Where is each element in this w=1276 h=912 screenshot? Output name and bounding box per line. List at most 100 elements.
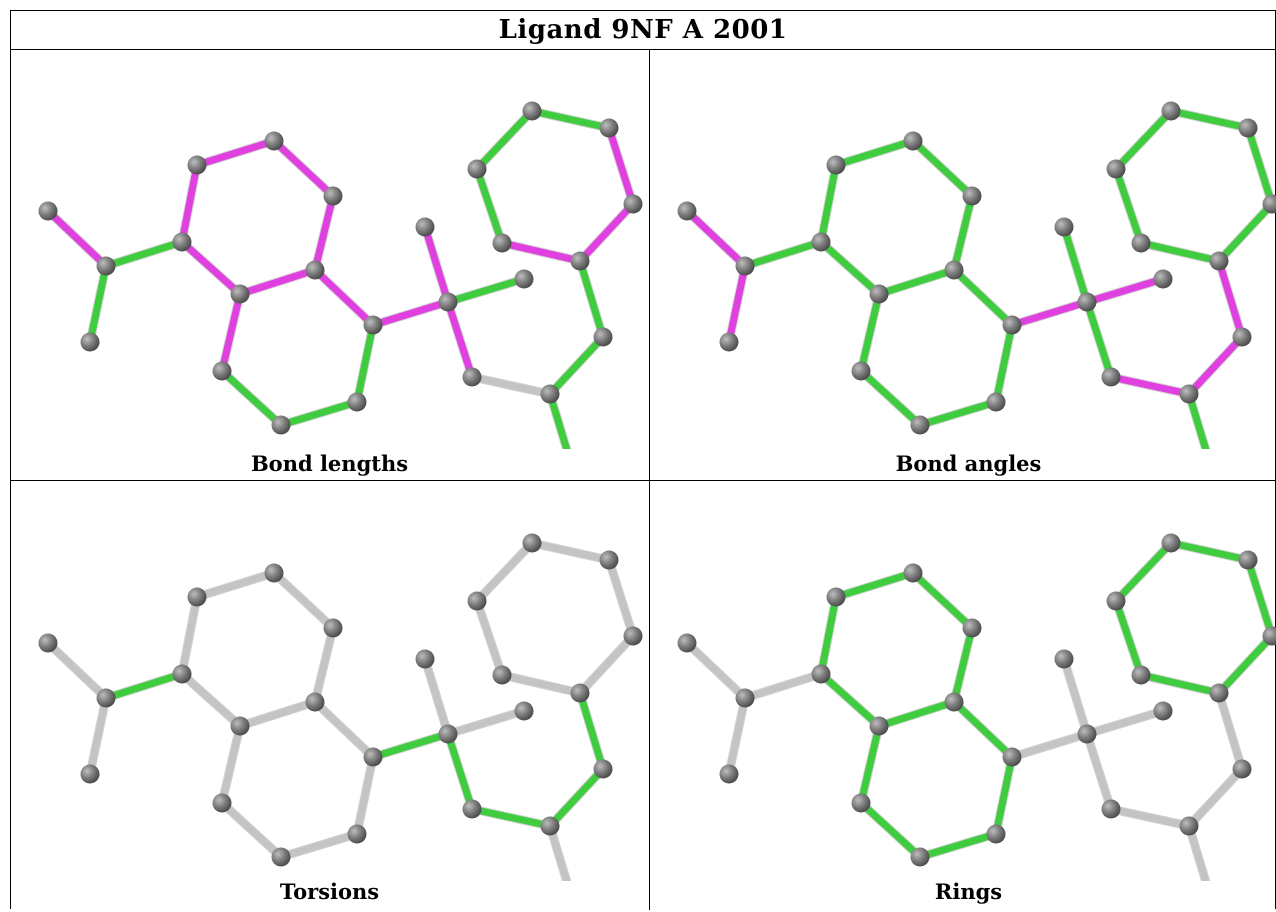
bond-green	[1248, 560, 1272, 636]
bond-green	[1087, 302, 1111, 377]
atom	[39, 634, 58, 653]
bond-grey	[90, 698, 106, 774]
bond-magenta	[315, 270, 373, 325]
bond-magenta	[182, 165, 197, 242]
atom	[720, 765, 739, 784]
bond-green	[222, 371, 281, 425]
bond-green	[861, 726, 879, 803]
atom	[571, 684, 590, 703]
atom	[1154, 270, 1173, 289]
atom	[416, 218, 435, 237]
atom	[1132, 666, 1151, 685]
atom	[1003, 748, 1022, 767]
bond-grey	[1087, 711, 1163, 734]
caption-torsions: Torsions	[11, 879, 648, 904]
atom	[1162, 534, 1181, 553]
bond-grey	[240, 702, 315, 726]
bond-green	[1116, 111, 1171, 169]
bond-green	[1171, 111, 1248, 128]
bond-green	[996, 757, 1012, 834]
bond-grey	[197, 573, 274, 597]
bond-green	[477, 169, 502, 243]
bond-green	[106, 674, 182, 698]
bond-green	[1064, 227, 1087, 302]
atom	[1210, 684, 1229, 703]
bond-grey	[222, 726, 240, 803]
bond-green	[281, 402, 357, 425]
bond-magenta	[448, 302, 472, 377]
bond-magenta	[182, 242, 240, 294]
atom	[541, 385, 560, 404]
bond-magenta	[274, 141, 333, 196]
atom	[523, 534, 542, 553]
bond-magenta	[1189, 337, 1242, 394]
bond-green	[996, 325, 1012, 402]
bond-green	[1219, 204, 1272, 261]
bond-grey	[182, 674, 240, 726]
bond-green	[836, 573, 913, 597]
bond-grey	[1064, 659, 1087, 734]
bond-green	[550, 337, 603, 394]
panel-rings: Rings	[650, 481, 1276, 912]
atom	[468, 592, 487, 611]
bond-green	[954, 628, 972, 702]
bond-green	[821, 674, 879, 726]
bond-green	[373, 734, 448, 757]
bond-green	[821, 165, 836, 242]
bond-magenta	[222, 294, 240, 371]
atom	[265, 132, 284, 151]
bond-magenta	[687, 211, 745, 266]
atom	[1239, 551, 1258, 570]
atom	[306, 693, 325, 712]
atom	[515, 702, 534, 721]
bond-green	[821, 242, 879, 294]
bond-grey	[1087, 734, 1111, 809]
atom	[904, 132, 923, 151]
atom	[324, 619, 343, 638]
molecule-bond-angles	[650, 49, 1276, 449]
atom	[188, 588, 207, 607]
bond-green	[745, 242, 821, 266]
bond-magenta	[315, 196, 333, 270]
bond-green	[861, 294, 879, 371]
atom	[1239, 119, 1258, 138]
bond-green	[472, 809, 550, 826]
bond-green	[1116, 543, 1171, 601]
atom	[523, 102, 542, 121]
atom	[945, 693, 964, 712]
atom	[1055, 218, 1074, 237]
atom	[348, 825, 367, 844]
bond-magenta	[1012, 302, 1087, 325]
atom	[348, 393, 367, 412]
atom	[852, 794, 871, 813]
bond-grey	[477, 543, 532, 601]
bond-green	[920, 834, 996, 857]
bond-green	[954, 270, 1012, 325]
atom	[945, 261, 964, 280]
atom	[97, 689, 116, 708]
atom	[904, 564, 923, 583]
bond-green	[913, 141, 972, 196]
bond-green	[1219, 636, 1272, 693]
panel-bond-lengths: Bond lengths	[11, 49, 648, 480]
atom	[39, 202, 58, 221]
bond-green	[879, 702, 954, 726]
atom	[911, 848, 930, 867]
bond-green	[1248, 128, 1272, 204]
bond-green	[448, 734, 472, 809]
atom	[870, 717, 889, 736]
atom	[736, 257, 755, 276]
figure-title: Ligand 9NF A 2001	[499, 15, 788, 45]
bond-magenta	[197, 141, 274, 165]
atom	[1102, 368, 1121, 387]
bond-magenta	[373, 302, 448, 325]
bond-green	[861, 803, 920, 857]
bond-grey	[281, 834, 357, 857]
atom	[678, 202, 697, 221]
bond-green	[861, 371, 920, 425]
atom	[463, 368, 482, 387]
atom	[1102, 800, 1121, 819]
atom	[231, 717, 250, 736]
atom	[1233, 328, 1252, 347]
atom	[272, 848, 291, 867]
